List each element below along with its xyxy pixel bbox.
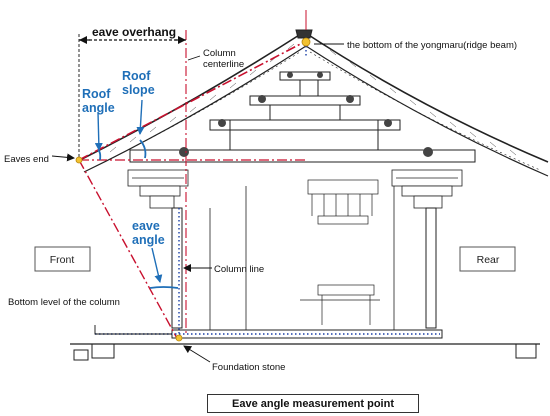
roof-left-lower [83,45,307,173]
interior-canopy [300,179,380,325]
eaves-end-label: Eaves end [4,154,49,165]
front-column [171,207,183,329]
rear-box: Rear [459,246,516,272]
main-beam [129,149,476,163]
leader-lines [51,43,344,363]
eaves-end-marker [75,156,83,164]
bottom-level-label: Bottom level of the column [8,297,120,308]
roof-angle-arc [97,149,102,161]
roof-angle-label-line-2: angle [82,101,115,115]
eave-overhang-dimension [78,34,186,160]
eave-angle-line [78,159,179,341]
rear-label: Rear [477,254,500,266]
roof-slope-label-line-1: Roof [122,69,151,83]
front-box: Front [34,246,91,272]
ridge-beam-label: the bottom of the yongmaru(ridge beam) [347,40,517,51]
eave-angle-label-line-1: eave [132,219,160,233]
front-label: Front [50,254,75,266]
ridge-top [295,29,313,39]
eave-overhang-label: eave overhang [92,25,176,39]
eave-angle-arc [149,286,179,289]
figure-caption: Eave angle measurement point [207,394,419,413]
roof-right-lower [305,45,549,177]
column-centerline-label-line-2: centerline [203,59,244,70]
blue-pointer-arrows [94,99,163,283]
roof-slope-arc [139,139,147,159]
eave-angle-label-line-2: angle [132,233,165,247]
roof-angle-label-line-1: Roof [82,87,111,101]
column-line-label: Column line [214,264,264,275]
roof-right-upper [303,31,549,163]
red-construction-lines [78,30,309,341]
rear-column [425,207,437,329]
foundation-marker [175,334,183,342]
ridge-marker [301,37,311,47]
measurement-markers [75,37,311,342]
column-centerline-label-line-1: Column [203,48,236,59]
roof-slope-label-line-2: slope [122,83,155,97]
foundation-stone-label: Foundation stone [212,362,285,373]
roof-slope-line [78,39,309,161]
building-section-drawing [70,10,549,361]
